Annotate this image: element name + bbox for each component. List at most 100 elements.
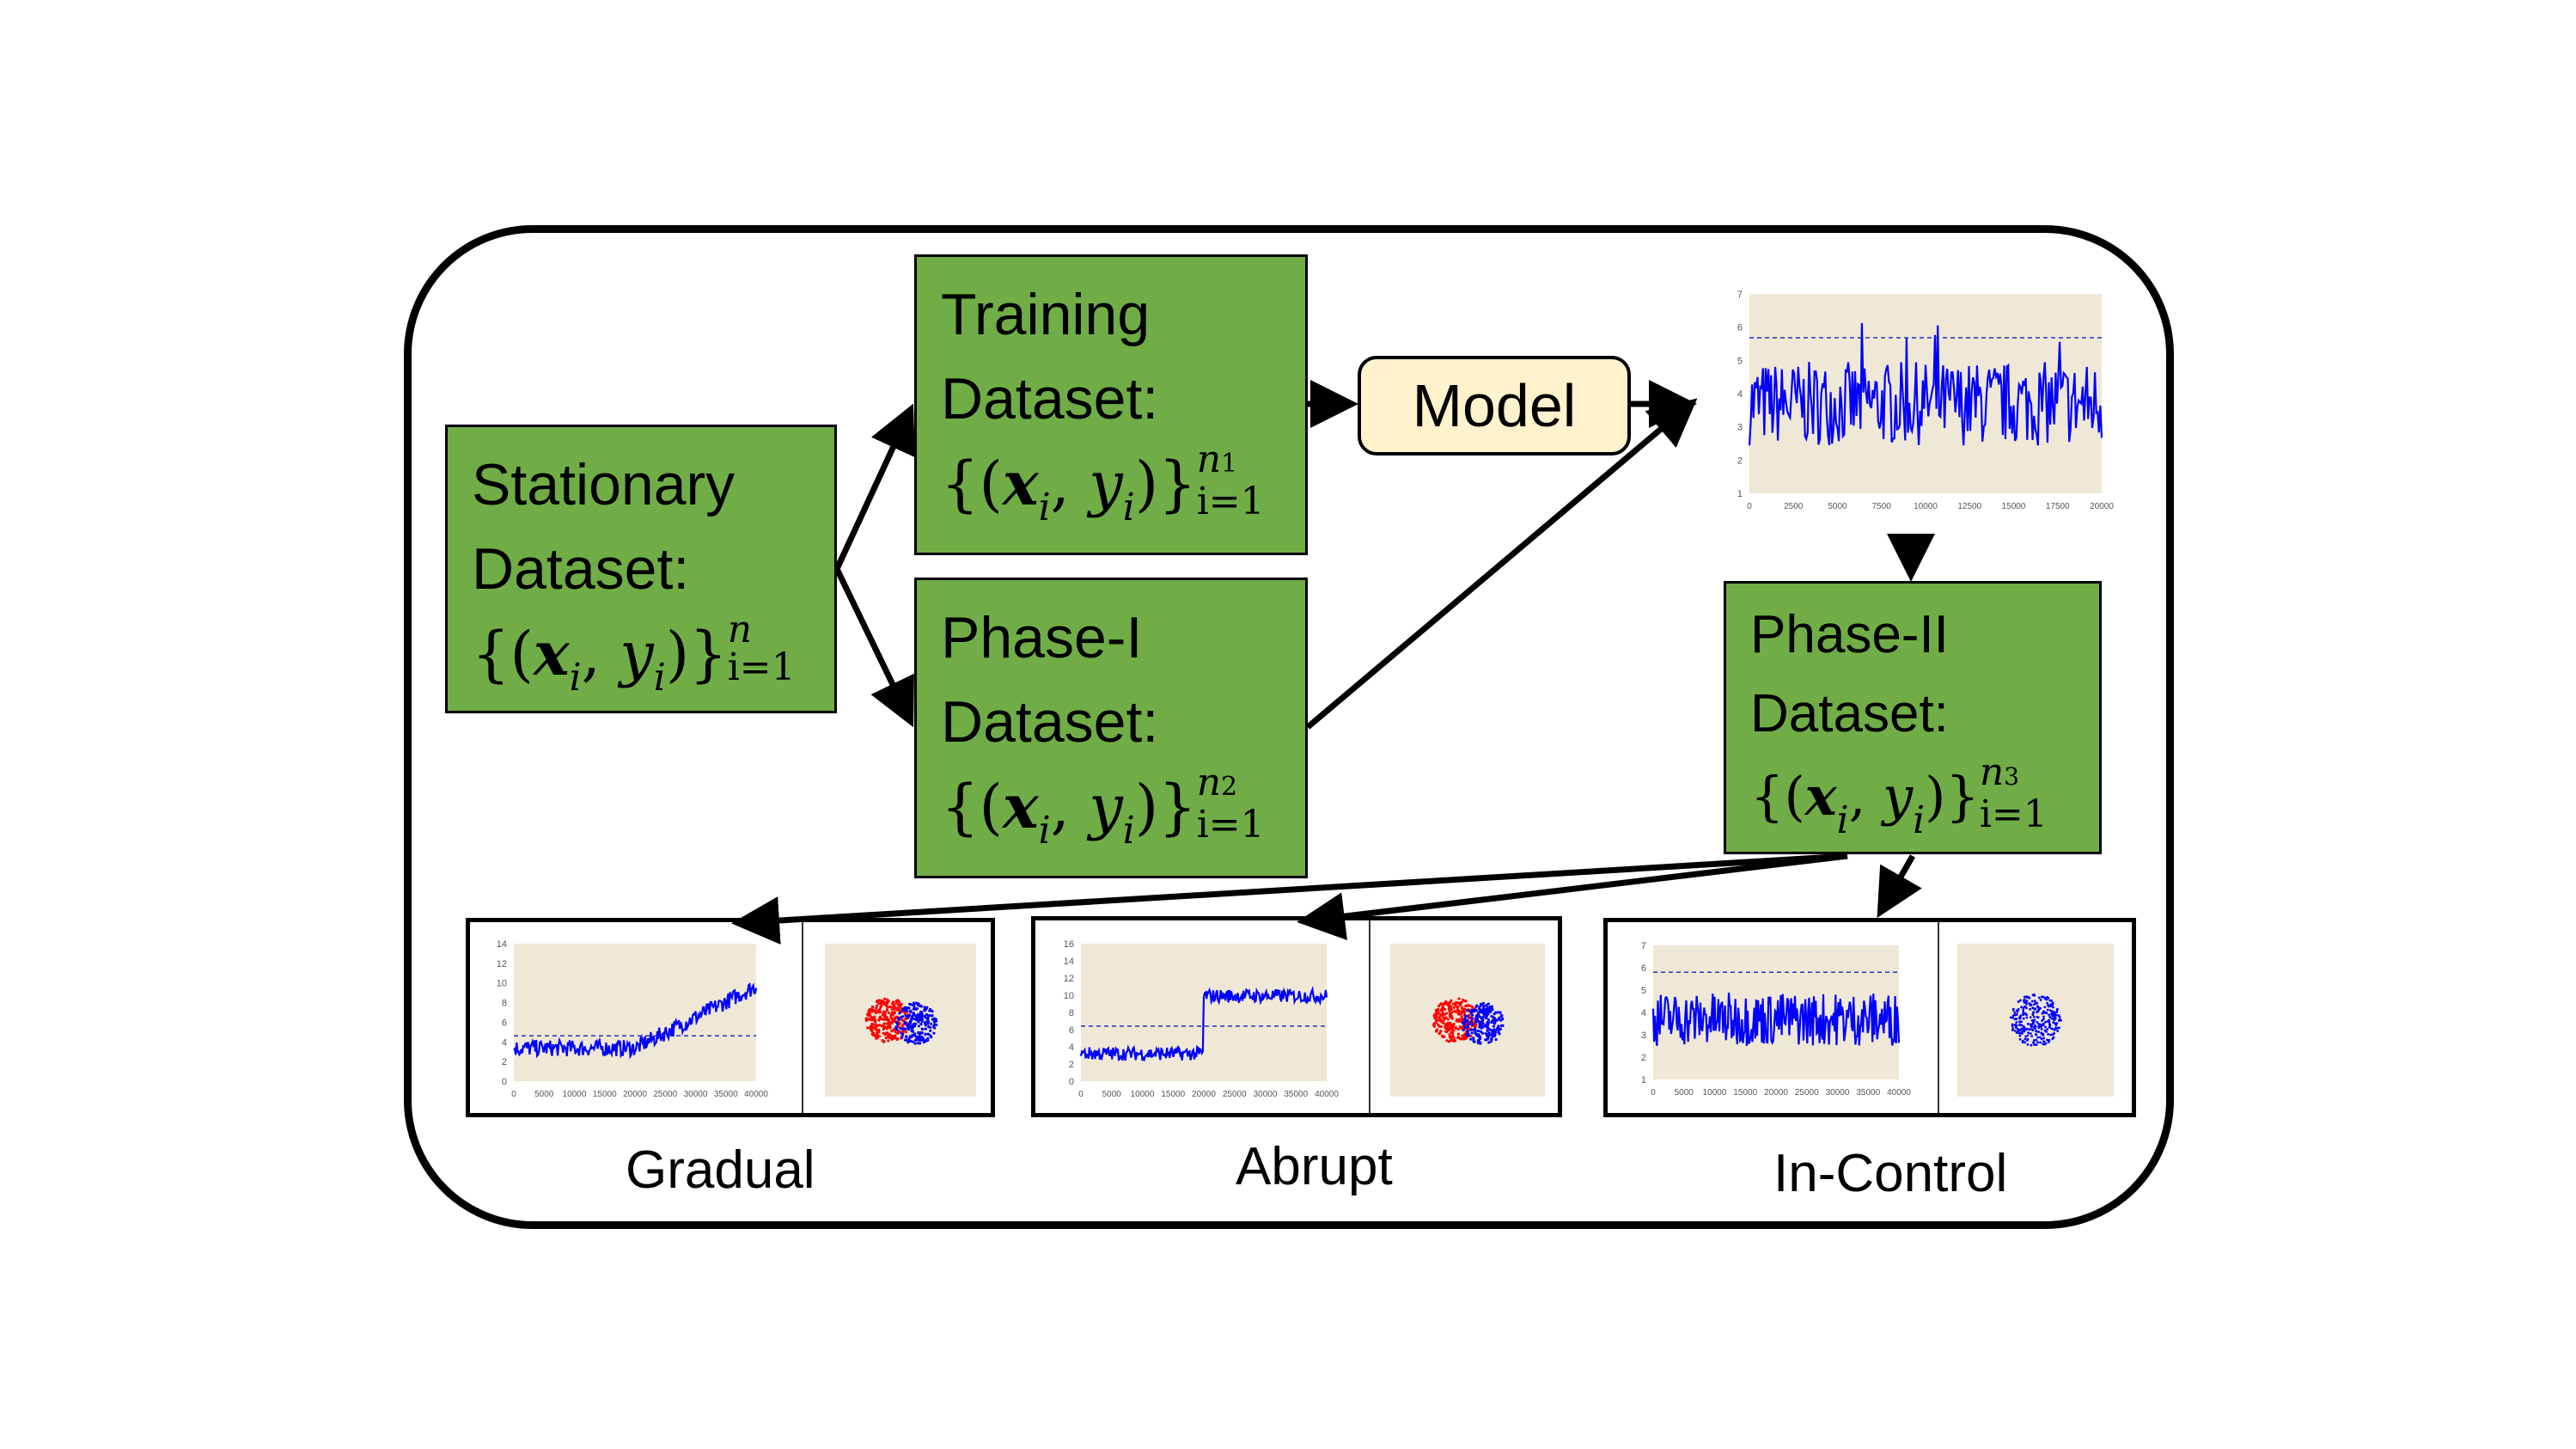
abrupt-chart-ytick: 2 [1069,1060,1074,1070]
gradual-scatter-blue-pt [900,1031,903,1035]
gradual-scatter-red-pt [899,1004,902,1007]
incontrol-scatter-blue-pt [2029,1023,2032,1026]
arrow-phase2-abrupt [1297,853,1848,940]
incontrol-scatter-blue-pt [2029,1032,2032,1035]
gradual-scatter-blue-pt [912,1007,916,1011]
gradual-scatter-red-pt [869,1014,872,1018]
gradual-scatter-blue-pt [929,1034,932,1037]
gradual-scatter-red-pt [864,1017,868,1020]
abrupt-scatter-blue-pt [1485,1014,1488,1018]
abrupt-scatter-blue-pt [1476,1039,1480,1042]
abrupt-scatter-red-pt [1447,1040,1451,1043]
outer-frame [404,225,2174,1229]
gradual-scatter-blue-pt [904,1013,907,1018]
abrupt-chart-series [1079,985,1328,1062]
incontrol-scatter-blue-pt [2039,1025,2042,1028]
gradual-scatter-blue-pt [919,1011,923,1014]
abrupt-chart-xtick: 0 [1078,1090,1084,1099]
gradual-scatter-blue-pt [929,1029,932,1033]
abrupt-scatter-red-pt [1463,999,1467,1003]
abrupt-chart-ytick: 14 [1064,957,1074,967]
gradual-scatter-blue-pt [909,1019,913,1023]
gradual-scatter-blue-pt [913,1003,916,1006]
abrupt-chart-xtick: 10000 [1131,1090,1155,1099]
gradual-scatter-red-pt [874,1028,877,1031]
gradual-scatter-blue-pt [905,1036,908,1039]
gradual-chart-ytick: 2 [502,1057,507,1067]
gradual-scatter-blue-pt [894,1025,898,1029]
incontrol-scatter-blue-pt [2042,1015,2045,1018]
incontrol-scatter-blue-pt [2035,1038,2038,1042]
gradual-scatter-blue-pt [898,1012,901,1015]
incontrol-scatter-blue-pt [2025,1000,2028,1004]
incontrol-scatter-blue-pt [2034,1007,2036,1011]
abrupt-scatter-blue-pt [1486,1012,1490,1016]
abrupt-scatter-blue-pt [1496,1028,1499,1031]
gradual-scatter-blue-pt [932,1023,937,1027]
incontrol-scatter-blue-pt [2013,1023,2017,1026]
incontrol-chart-ytick: 3 [1641,1030,1646,1041]
gradual-scatter-blue-pt [911,1029,914,1033]
gradual-scatter-blue-pt [916,1018,919,1021]
abrupt-scatter-blue-pt [1471,1008,1475,1012]
abrupt-scatter-red-pt [1461,999,1465,1002]
gradual-chart-xtick: 30000 [684,1090,708,1099]
abrupt-scatter-blue-pt [1486,1029,1489,1033]
abrupt-scatter-red-pt [1459,1025,1462,1029]
incontrol-chart-xtick: 10000 [1703,1088,1727,1097]
incontrol-scatter-blue-pt [2047,1032,2050,1036]
abrupt-scatter-red-pt [1448,1001,1451,1005]
incontrol-scatter-blue-pt [2026,1023,2030,1025]
arrow-phase1-chart [1305,398,1698,730]
incontrol-scatter-blue-pt [2044,1020,2047,1024]
abrupt-chart-xtick: 5000 [1102,1090,1122,1099]
gradual-scatter-red-pt [884,1031,888,1035]
abrupt-scatter-blue-pt [1470,1017,1474,1020]
abrupt-scatter-red-pt [1459,1004,1462,1007]
incontrol-scatter-blue-pt [2022,1009,2025,1012]
abrupt-chart-ytick: 12 [1064,974,1074,984]
incontrol-scatter-blue-pt [2017,1008,2020,1011]
gradual-scatter-red-pt [897,1009,901,1012]
incontrol-scatter-blue-pt [2017,1031,2021,1035]
gradual-scatter-red-pt [887,1011,890,1014]
abrupt-scatter-blue-pt [1481,1018,1485,1022]
incontrol-scatter-blue-pt [2026,1042,2030,1046]
gradual-scatter-red-pt [881,1013,885,1017]
incontrol-scatter-blue-pt [2046,1020,2049,1023]
abrupt-scatter-red-pt [1432,1022,1436,1025]
incontrol-scatter-blue-pt [2053,1029,2056,1031]
gradual-scatter-red-pt [901,1023,905,1026]
gradual-scatter-red-pt [882,1018,885,1021]
abrupt-scatter-blue-pt [1475,1033,1479,1037]
incontrol-scatter-blue-pt [2035,1030,2038,1033]
abrupt-scatter-red-pt [1454,1001,1457,1005]
training-title: Training [941,282,1151,347]
gradual-scatter-blue-pt [924,1020,927,1024]
gradual-chart-ytick: 6 [502,1018,507,1028]
abrupt-scatter-blue-pt [1490,1005,1494,1008]
incontrol-scatter-blue-pt [2042,1018,2045,1021]
incontrol-scatter-blue-pt [2031,994,2035,997]
incontrol-scatter-blue-pt [2020,1006,2023,1009]
gradual-scatter-blue-pt [910,1015,914,1018]
gradual-scatter-red-pt [880,1004,883,1008]
gradual-scatter-red-pt [894,1001,898,1005]
abrupt-scatter-red-pt [1452,1036,1456,1039]
abrupt-scatter-red-pt [1462,1009,1466,1012]
abrupt-scatter-red-pt [1450,1017,1454,1020]
gradual-scatter-red-pt [883,1025,887,1029]
gradual-scatter-red-pt [891,1020,894,1024]
abrupt-scatter-blue-pt [1493,1011,1498,1014]
gradual-chart-series [513,982,758,1060]
gradual-scatter-red-pt [869,1024,873,1028]
incontrol-scatter-blue-pt [2052,1006,2054,1009]
incontrol-scatter-blue-pt [2052,1010,2055,1013]
abrupt-scatter-red-pt [1459,1001,1462,1005]
gradual-scatter-blue-pt [928,1013,931,1018]
gradual-scatter-red-pt [896,999,900,1002]
gradual-chart-ytick: 10 [497,979,507,989]
abrupt-scatter-red-pt [1446,1021,1450,1025]
